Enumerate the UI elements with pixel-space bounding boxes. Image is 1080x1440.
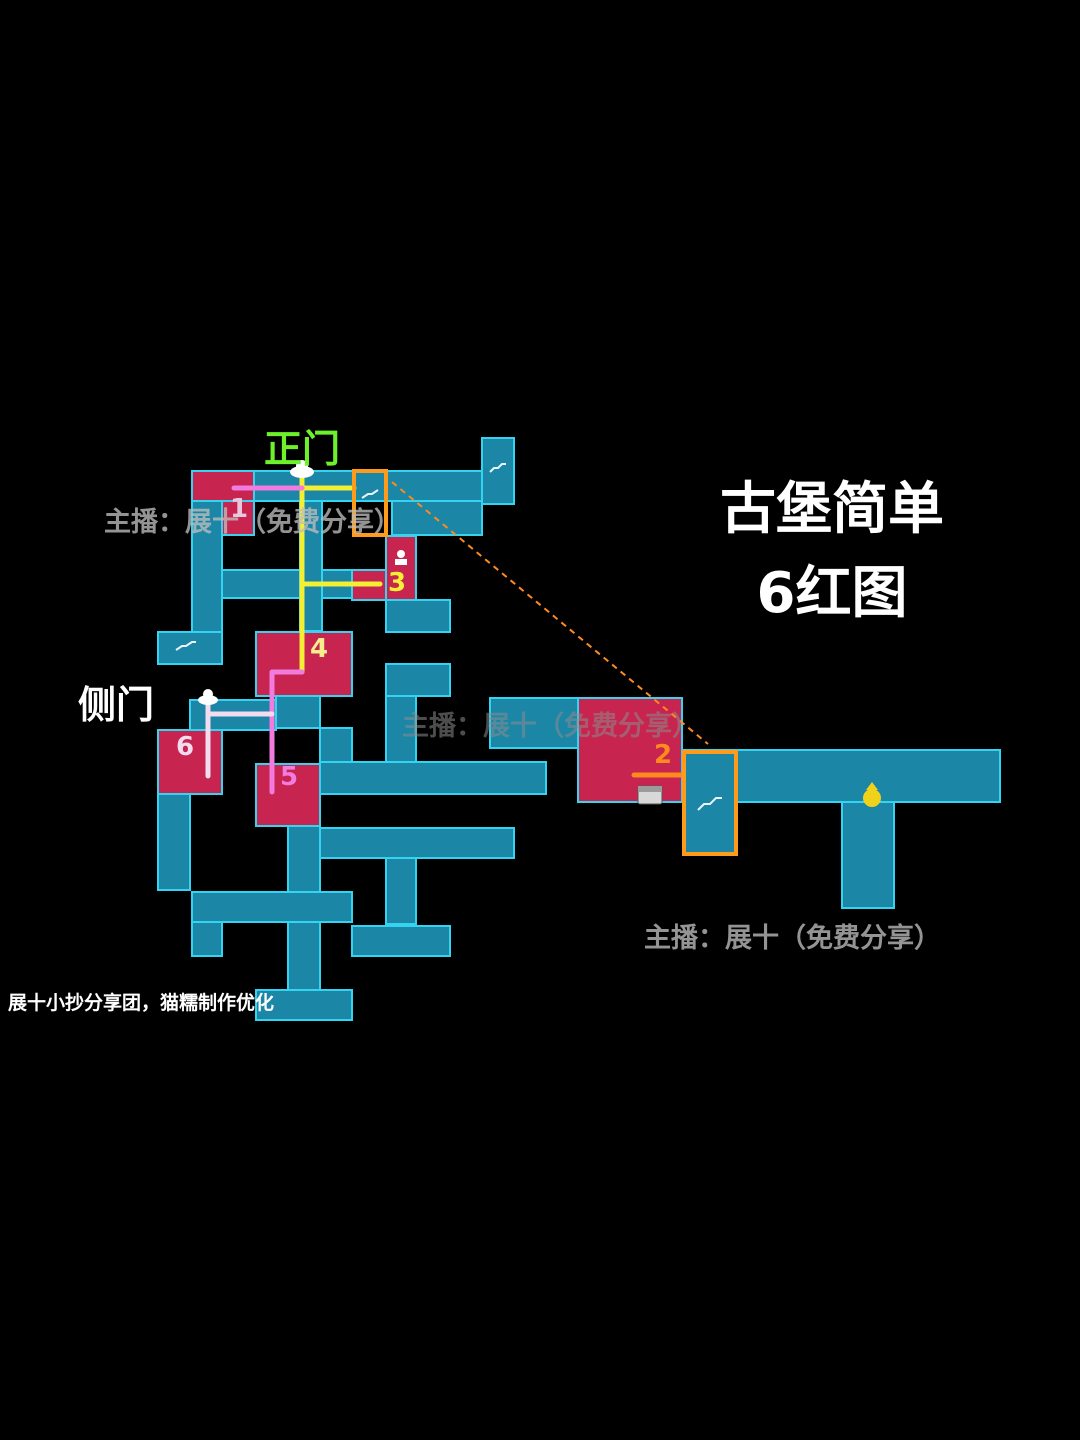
side-gate-label: 侧门 <box>78 683 155 727</box>
map-title-line2: 6红图 <box>756 561 908 626</box>
stairs-icon <box>175 463 722 811</box>
stairs-link-line <box>391 481 709 745</box>
watermark-left: 主播：展十（免费分享） <box>104 507 401 538</box>
marker-2: 2 <box>654 740 673 770</box>
credit-text: 展十小抄分享团，猫糯制作优化 <box>8 992 275 1014</box>
route-pink-5 <box>269 669 305 795</box>
marker-1: 1 <box>230 494 249 524</box>
red-room-1-lower <box>221 500 255 536</box>
waypoint-1-icon <box>863 782 881 807</box>
cloud-icon <box>198 689 218 705</box>
marker-6: 6 <box>176 732 195 762</box>
marker-5: 5 <box>280 762 299 792</box>
route-lines <box>205 471 689 795</box>
marker-3: 3 <box>388 568 407 598</box>
map-title-line1: 古堡简单 <box>720 477 944 542</box>
red-room-3 <box>385 535 417 601</box>
main-gate-label: 正门 <box>264 427 341 471</box>
watermark-middle: 主播：展十（免费分享） <box>402 711 699 742</box>
treasure-chest-icon <box>637 785 663 805</box>
cloud-icon <box>290 460 314 478</box>
red-room-6 <box>157 729 223 795</box>
marker-4: 4 <box>310 634 329 664</box>
stairs-highlight-left <box>352 469 388 537</box>
red-room-5 <box>255 763 321 827</box>
statue-icon <box>395 550 407 565</box>
watermark-right: 主播：展十（免费分享） <box>644 923 941 954</box>
